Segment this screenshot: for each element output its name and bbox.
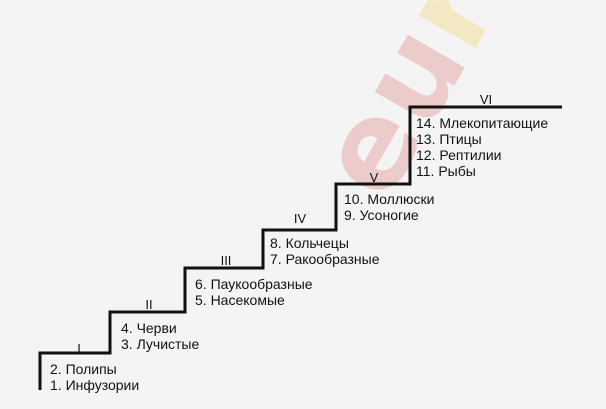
step-1-item: 2. Полипы [50,361,117,377]
staircase-line [38,105,562,390]
step-1-item: 1. Инфузории [50,377,140,393]
step-2-numeral: II [145,297,153,312]
step-3-numeral: III [220,253,232,268]
step-4-item: 8. Кольчецы [270,235,349,251]
step-5-item: 10. Моллюски [344,191,435,207]
step-3-item: 6. Паукообразные [195,276,313,292]
step-5-numeral: V [369,170,379,185]
step-2-item: 4. Черви [121,320,177,336]
step-3-item: 5. Насекомые [195,292,285,308]
step-5-item: 9. Усоногие [344,207,419,223]
step-6-item: 12. Рептилии [416,147,502,163]
step-4-numeral: IV [293,211,307,226]
step-2-item: 3. Лучистые [121,336,200,352]
step-6-item: 13. Птицы [416,131,482,147]
step-4-item: 7. Ракообразные [270,251,380,267]
step-6-item: 11. Рыбы [416,163,476,179]
step-6-item: 14. Млекопитающие [416,115,549,131]
step-6-numeral: VI [479,92,493,107]
step-1-numeral: I [77,341,81,356]
